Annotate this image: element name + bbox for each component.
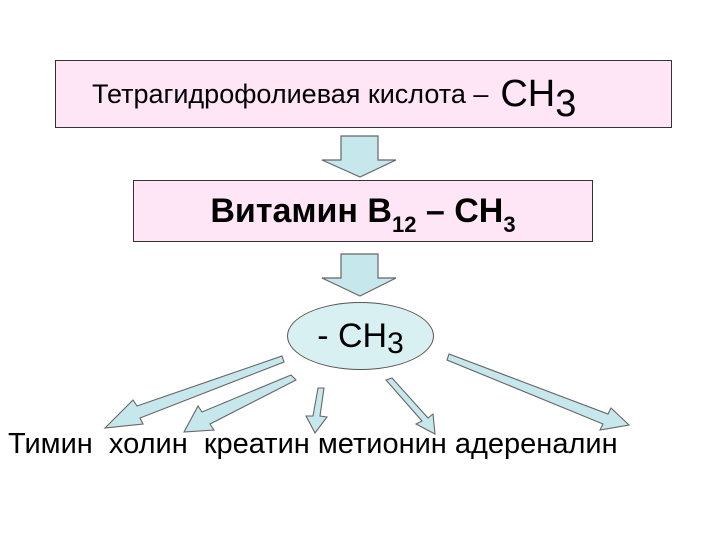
product-methionine: метионин — [317, 428, 447, 460]
arrow-to-creatine — [305, 387, 328, 435]
dash-ch-text: – CH — [416, 191, 504, 230]
product-creatine: креатин — [203, 428, 310, 460]
ch3-subscript: 3 — [555, 82, 577, 125]
arrow-to-methionine — [385, 377, 436, 435]
product-thymine: Тимин — [8, 428, 93, 460]
vitamin-b12-label: Витамин B12 – CH3 — [210, 191, 515, 237]
vitamin-b12-box: Витамин B12 – CH3 — [133, 180, 593, 242]
ch3-subscript: 3 — [503, 211, 516, 237]
vitamin-b-text: Витамин B — [210, 191, 392, 230]
product-choline: холин — [108, 428, 188, 460]
down-block-arrow-2 — [321, 253, 397, 297]
arrow-to-thymine — [103, 355, 285, 429]
methyl-subscript: 3 — [387, 327, 404, 360]
arrow-to-choline — [183, 374, 297, 433]
arrow-to-adrenaline — [446, 353, 631, 431]
product-adrenaline: адереналин — [454, 428, 618, 460]
down-block-arrow-1 — [321, 135, 397, 178]
tetrahydrofolic-acid-label: Тетрагидрофолиевая кислота – — [92, 78, 489, 109]
tetrahydrofolic-acid-box: Тетрагидрофолиевая кислота – CH3 — [55, 60, 672, 128]
b12-subscript: 12 — [391, 211, 417, 237]
products-row: Тимин холин креатин метионин адереналин — [8, 428, 720, 461]
methyl-group-label: CH3 — [500, 72, 576, 125]
methyl-prefix: - CH — [317, 316, 388, 355]
ch-text: CH — [500, 72, 556, 115]
